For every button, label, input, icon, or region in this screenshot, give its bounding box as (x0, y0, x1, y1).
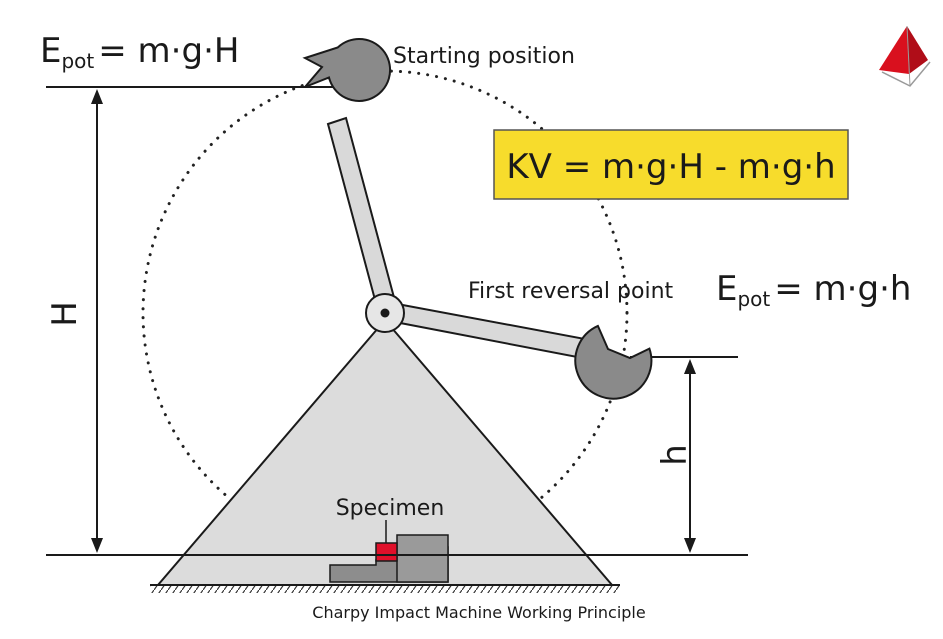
right-formula: Epot= m·g·h (716, 269, 911, 311)
H-arrowhead-bottom (91, 538, 103, 553)
h-arrowhead-bottom (684, 538, 696, 553)
top-formula-subscript: pot (61, 49, 94, 73)
pendulum-arm-reversal (390, 301, 603, 363)
anvil-right-block (396, 534, 449, 583)
pivot-inner (380, 308, 390, 318)
top-formula-rest: = m·g·H (98, 31, 239, 71)
reversal-point-label: First reversal point (468, 279, 674, 304)
top-formula: Epot= m·g·H (40, 31, 239, 73)
height-h-label: h (655, 444, 695, 466)
swing-path (141, 69, 629, 557)
right-formula-subscript: pot (737, 287, 770, 311)
hammer-start (302, 37, 392, 102)
caption: Charpy Impact Machine Working Principle (312, 603, 645, 622)
kv-formula: KV = m·g·H - m·g·h (506, 147, 835, 187)
specimen-label: Specimen (336, 496, 445, 521)
height-H-label: H (45, 301, 85, 327)
specimen (375, 542, 398, 562)
logo-icon (879, 25, 931, 87)
hammer-reversal (574, 324, 653, 400)
starting-position-label: Starting position (393, 44, 575, 69)
right-formula-main: E (716, 269, 737, 309)
pendulum-arm-start (326, 116, 398, 313)
right-formula-rest: = m·g·h (774, 269, 911, 309)
kv-formula-box (493, 129, 849, 200)
H-arrowhead-top (91, 89, 103, 104)
top-formula-main: E (40, 31, 61, 71)
ground-hatch (150, 585, 620, 593)
h-arrowhead-top (684, 359, 696, 374)
